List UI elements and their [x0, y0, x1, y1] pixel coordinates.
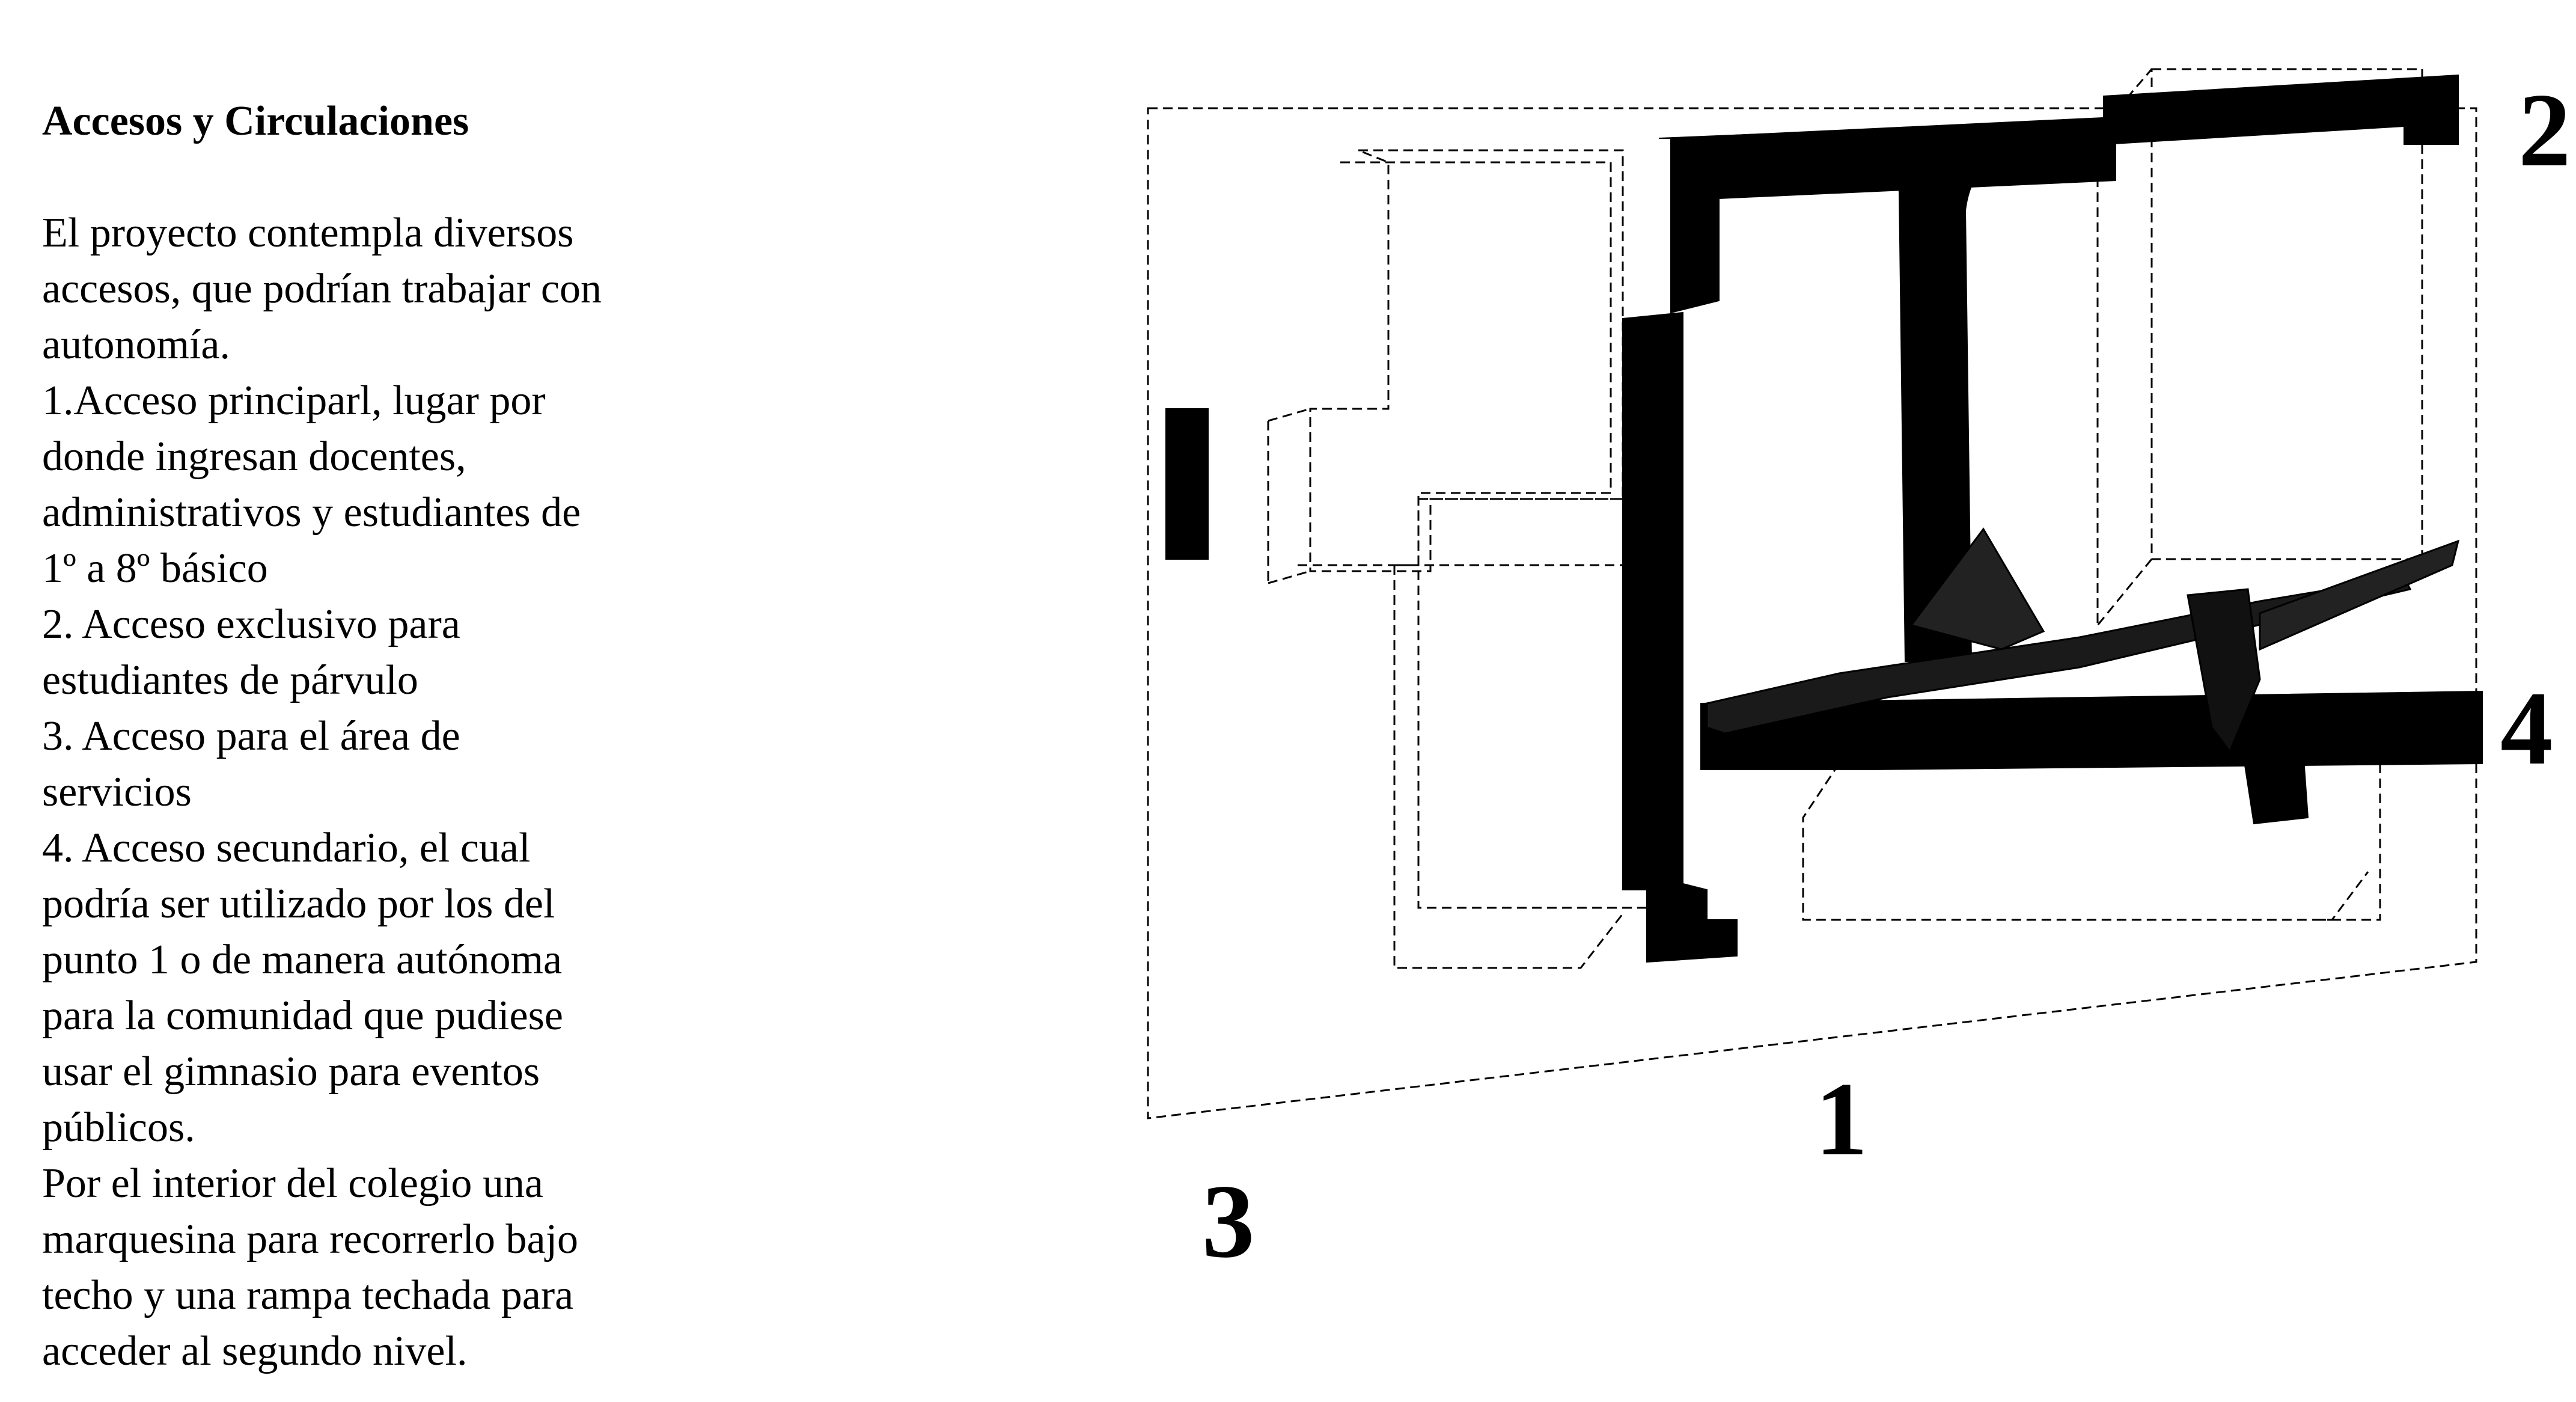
paragraph-access-4: 4. Acceso secundario, el cual podría ser… [42, 825, 563, 1151]
paragraph-access-2: 2. Acceso exclusivo para estudiantes de … [42, 601, 460, 703]
paragraph-circulation: Por el interior del colegio una marquesi… [42, 1160, 579, 1374]
text-column: Accesos y Circulaciones El proyecto cont… [42, 93, 727, 1379]
paragraph-access-3: 3. Acceso para el área de servicios [42, 713, 460, 815]
section-title: Accesos y Circulaciones [42, 98, 469, 144]
access-diagram: 1 2 3 4 [1147, 68, 2571, 1279]
section-body: El proyecto contempla diversos accesos, … [42, 205, 727, 1379]
site-outline [1147, 107, 2477, 1119]
access-numbers: 1 2 3 4 [1202, 72, 2571, 1279]
access-label-2: 2 [2518, 72, 2571, 188]
canopy-ramp [1706, 527, 2460, 753]
access-label-4: 4 [2500, 670, 2553, 786]
building-mass [1165, 74, 2483, 963]
paragraph-intro: El proyecto contempla diversos accesos, … [42, 210, 602, 368]
paragraph-access-1: 1.Acceso principarl, lugar por donde ing… [42, 378, 581, 592]
access-label-3: 3 [1202, 1163, 1255, 1279]
access-label-1: 1 [1815, 1061, 1868, 1177]
dashed-volumes [1267, 68, 2423, 969]
